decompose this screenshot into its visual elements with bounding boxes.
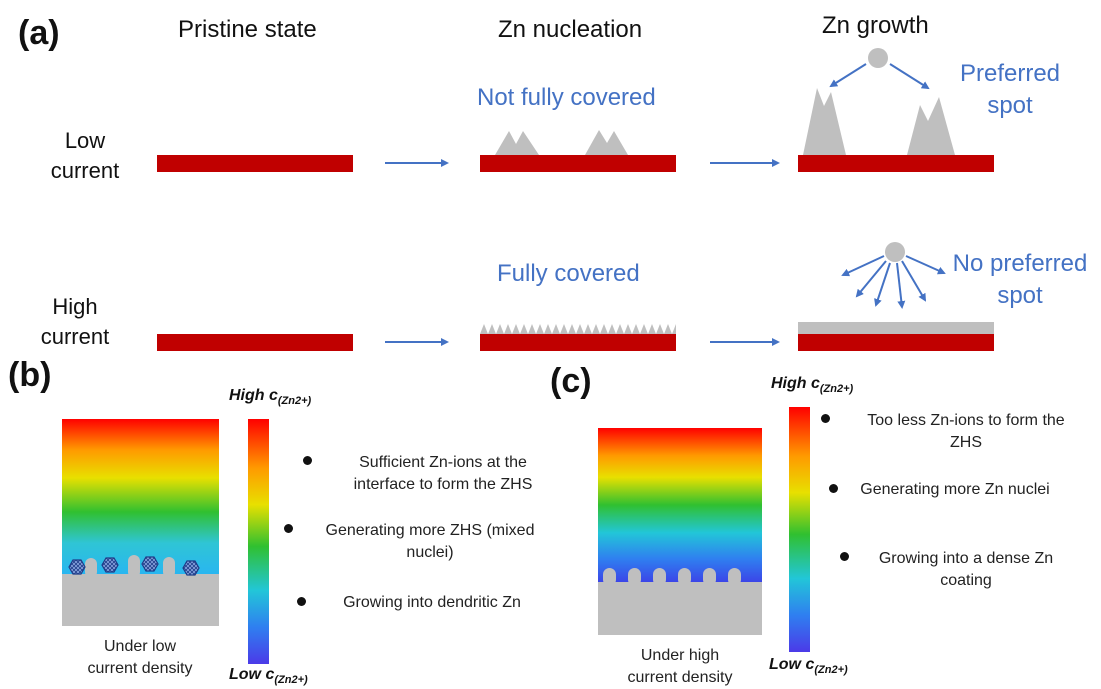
scale-c-low-label: Low c(Zn2+) [769, 656, 848, 677]
bullet-b-3-text: Growing into dendritic Zn [343, 594, 521, 611]
zn-electrode-low [62, 574, 219, 626]
note-preferred-spot: Preferred spot [940, 58, 1080, 122]
nucleation-substrate-low [480, 155, 676, 172]
bullet-b-1 [303, 456, 312, 465]
row-label-high-line1: High [52, 294, 98, 319]
scale-c-high-label: High c(Zn2+) [771, 375, 854, 396]
bullet-c-1 [821, 414, 830, 423]
pristine-substrate-low [157, 155, 353, 172]
nucleation-substrate-high [480, 334, 676, 351]
ion-arrow-left [829, 63, 867, 88]
concentration-scale-c [789, 407, 810, 652]
ion-arrows-radial [841, 255, 946, 309]
zn-ion-low [868, 48, 888, 68]
bullet-b-2 [284, 524, 293, 533]
growth-substrate-low [798, 155, 994, 172]
bullet-c-3 [840, 552, 849, 561]
bullet-b-3 [297, 597, 306, 606]
zn-bumps-low [85, 555, 175, 578]
ion-arrow-right [889, 63, 930, 90]
low-current-row [157, 48, 994, 172]
electrolyte-gradient-high [598, 428, 762, 582]
growth-substrate-high [798, 334, 994, 351]
row-label-low: Low current [30, 126, 140, 186]
electrolyte-gradient-low [62, 419, 219, 574]
column-title-growth: Zn growth [822, 12, 929, 39]
note-no-preferred-line1: No preferred [952, 250, 1088, 277]
zn-electrode-high [598, 582, 762, 635]
note-fully-covered: Fully covered [497, 260, 640, 287]
panel-a-label: (a) [18, 14, 60, 52]
note-preferred-line2: spot [987, 92, 1033, 119]
column-title-pristine: Pristine state [178, 16, 317, 43]
row-label-low-line2: current [50, 158, 120, 183]
zhs-hexagons [68, 556, 200, 576]
row-label-high-line2: current [40, 324, 110, 349]
sparse-nuclei [495, 130, 628, 155]
pristine-substrate-high [157, 334, 353, 351]
panel-c-label: (c) [550, 362, 592, 400]
row-label-high: High current [20, 292, 130, 352]
note-no-preferred-line2: spot [997, 282, 1043, 309]
concentration-scale-b [248, 419, 269, 664]
dense-zn-layer [798, 322, 994, 334]
note-no-preferred-spot: No preferred spot [940, 248, 1100, 312]
zn-bumps-high [603, 568, 741, 586]
bullet-c-2-text: Generating more Zn nuclei [860, 481, 1050, 498]
scale-b-high-label: High c(Zn2+) [229, 387, 312, 408]
scale-b-low-label: Low c(Zn2+) [229, 666, 308, 687]
panel-b-label: (b) [8, 356, 52, 394]
bullet-c-2 [829, 484, 838, 493]
note-not-fully-covered: Not fully covered [477, 84, 656, 111]
note-preferred-line1: Preferred [959, 60, 1061, 87]
dendrite-peaks [803, 88, 955, 155]
row-label-low-line1: Low [64, 128, 106, 153]
column-title-nucleation: Zn nucleation [498, 16, 643, 43]
high-current-row [157, 242, 994, 351]
zn-ion-high [885, 242, 905, 262]
low-density-illustration [62, 419, 219, 626]
high-density-illustration [598, 428, 762, 635]
dense-nuclei [480, 324, 676, 334]
